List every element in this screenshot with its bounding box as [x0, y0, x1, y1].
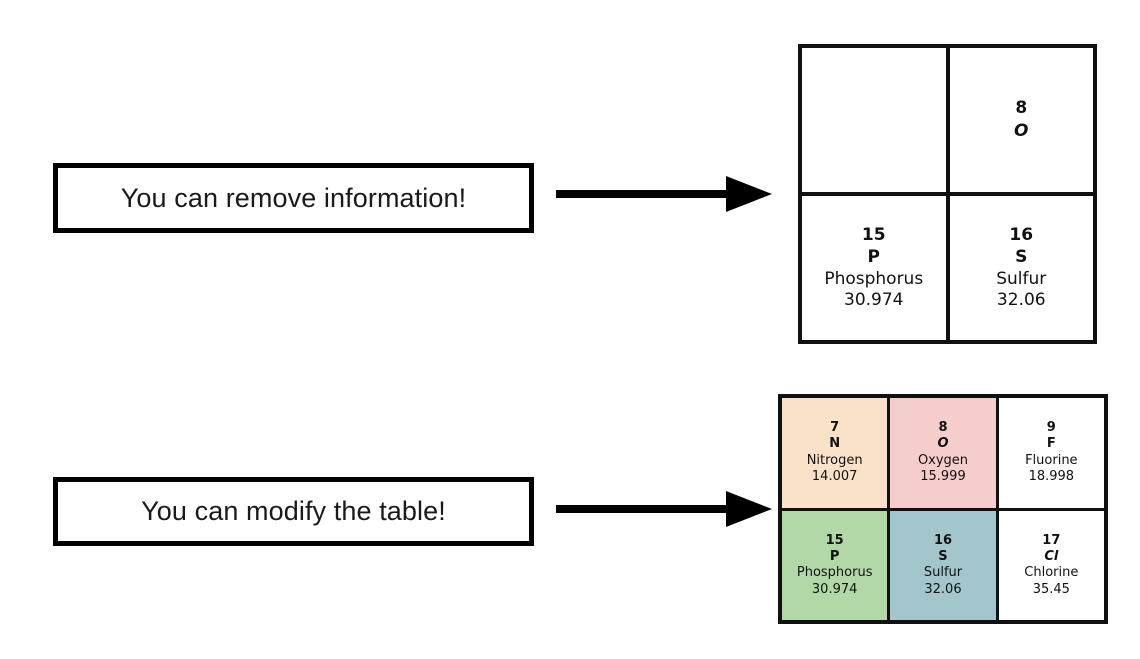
callout-remove-information: You can remove information!: [53, 163, 534, 233]
element-name: Oxygen: [917, 452, 969, 468]
element-symbol: N: [829, 436, 841, 452]
atomic-number: 8: [1015, 98, 1028, 119]
atomic-mass: 14.007: [811, 469, 858, 485]
callout-modify-table: You can modify the table!: [53, 477, 534, 546]
element-cell-fluorine[interactable]: 9 F Fluorine 18.998: [998, 398, 1104, 508]
element-symbol: S: [938, 548, 948, 564]
element-symbol: F: [1046, 436, 1056, 452]
atomic-number: 16: [1009, 224, 1034, 245]
atomic-mass: 32.06: [996, 289, 1046, 310]
element-cell-chlorine[interactable]: 17 Cl Chlorine 35.45: [998, 510, 1104, 620]
callout-modify-label: You can modify the table!: [141, 496, 446, 526]
element-symbol: O: [1014, 120, 1029, 141]
element-name: Sulfur: [996, 268, 1047, 289]
element-name: Fluorine: [1025, 452, 1078, 468]
atomic-number: 15: [861, 224, 886, 245]
atomic-mass: 18.998: [1028, 469, 1075, 485]
atomic-mass: 35.45: [1032, 581, 1070, 597]
element-name: Sulfur: [923, 565, 963, 581]
atomic-mass: 15.999: [920, 469, 966, 485]
element-name: Nitrogen: [806, 452, 863, 468]
callout-remove-label: You can remove information!: [120, 182, 467, 213]
element-symbol: O: [937, 436, 949, 452]
element-symbol: P: [829, 548, 840, 564]
atomic-mass: 32.06: [924, 581, 962, 597]
element-name: Phosphorus: [824, 268, 924, 289]
periodic-table-reduced: 8 O 15 P Phosphorus 30.974 16 S Sulfur 3…: [798, 44, 1097, 344]
atomic-number: 9: [1046, 420, 1056, 435]
element-name: Chlorine: [1024, 565, 1079, 581]
atomic-mass: 30.974: [811, 581, 858, 597]
element-cell-empty[interactable]: [802, 48, 946, 192]
element-symbol: Cl: [1044, 548, 1059, 564]
element-name: Phosphorus: [796, 565, 873, 581]
element-symbol: S: [1015, 247, 1028, 268]
element-cell-sulfur[interactable]: 16 S Sulfur 32.06: [949, 196, 1093, 340]
atomic-number: 7: [830, 420, 840, 435]
element-cell-phosphorus[interactable]: 15 P Phosphorus 30.974: [802, 196, 946, 340]
arrow-modify-icon: [556, 487, 772, 531]
atomic-number: 15: [825, 532, 844, 548]
arrow-remove-icon: [556, 172, 772, 216]
element-cell-oxygen[interactable]: 8 O Oxygen 15.999: [890, 398, 996, 508]
element-cell-oxygen[interactable]: 8 O: [949, 48, 1093, 192]
element-cell-nitrogen[interactable]: 7 N Nitrogen 14.007: [782, 398, 888, 508]
atomic-number: 8: [938, 420, 948, 435]
periodic-table-colored: 7 N Nitrogen 14.007 8 O Oxygen 15.999 9 …: [778, 394, 1108, 624]
atomic-number: 17: [1042, 532, 1061, 548]
atomic-mass: 30.974: [844, 289, 904, 310]
atomic-number: 16: [933, 532, 953, 548]
element-cell-sulfur[interactable]: 16 S Sulfur 32.06: [890, 510, 996, 620]
element-cell-phosphorus[interactable]: 15 P Phosphorus 30.974: [782, 510, 888, 620]
element-symbol: P: [867, 247, 880, 268]
